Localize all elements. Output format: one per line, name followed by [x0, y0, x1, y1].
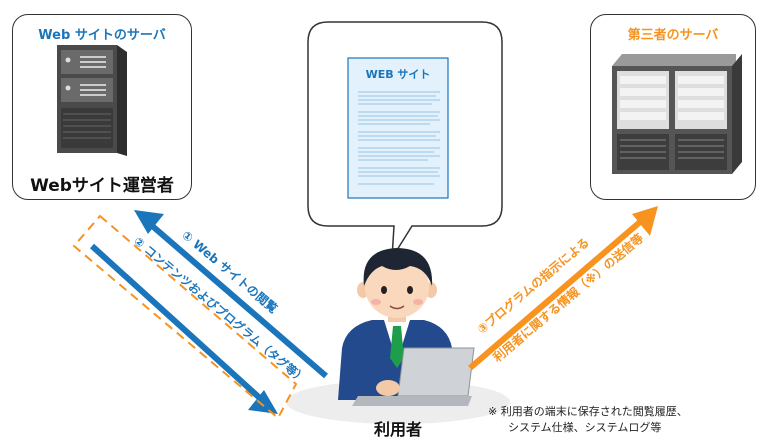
footnote-line1: ※ 利用者の端末に保存された閲覧履歴、: [488, 405, 688, 418]
arrow-send-info: [468, 206, 658, 371]
arrow-browse: [134, 210, 328, 379]
arrow-content: [89, 243, 278, 414]
web-operator-label: Webサイト運営者: [30, 176, 174, 196]
tower-server-icon: [57, 45, 127, 156]
user-label: 利用者: [373, 420, 422, 439]
document-title: WEB サイト: [365, 68, 431, 81]
footnote-line2: システム仕様、システムログ等: [508, 421, 662, 434]
web-server-title: Web サイトのサーバ: [38, 28, 166, 43]
web-document-icon: [347, 57, 449, 199]
user-figure: [338, 248, 475, 406]
content-dashed-frame: [72, 214, 298, 420]
rack-server-icon: [612, 54, 742, 174]
third-party-server-title: 第三者のサーバ: [627, 28, 719, 43]
